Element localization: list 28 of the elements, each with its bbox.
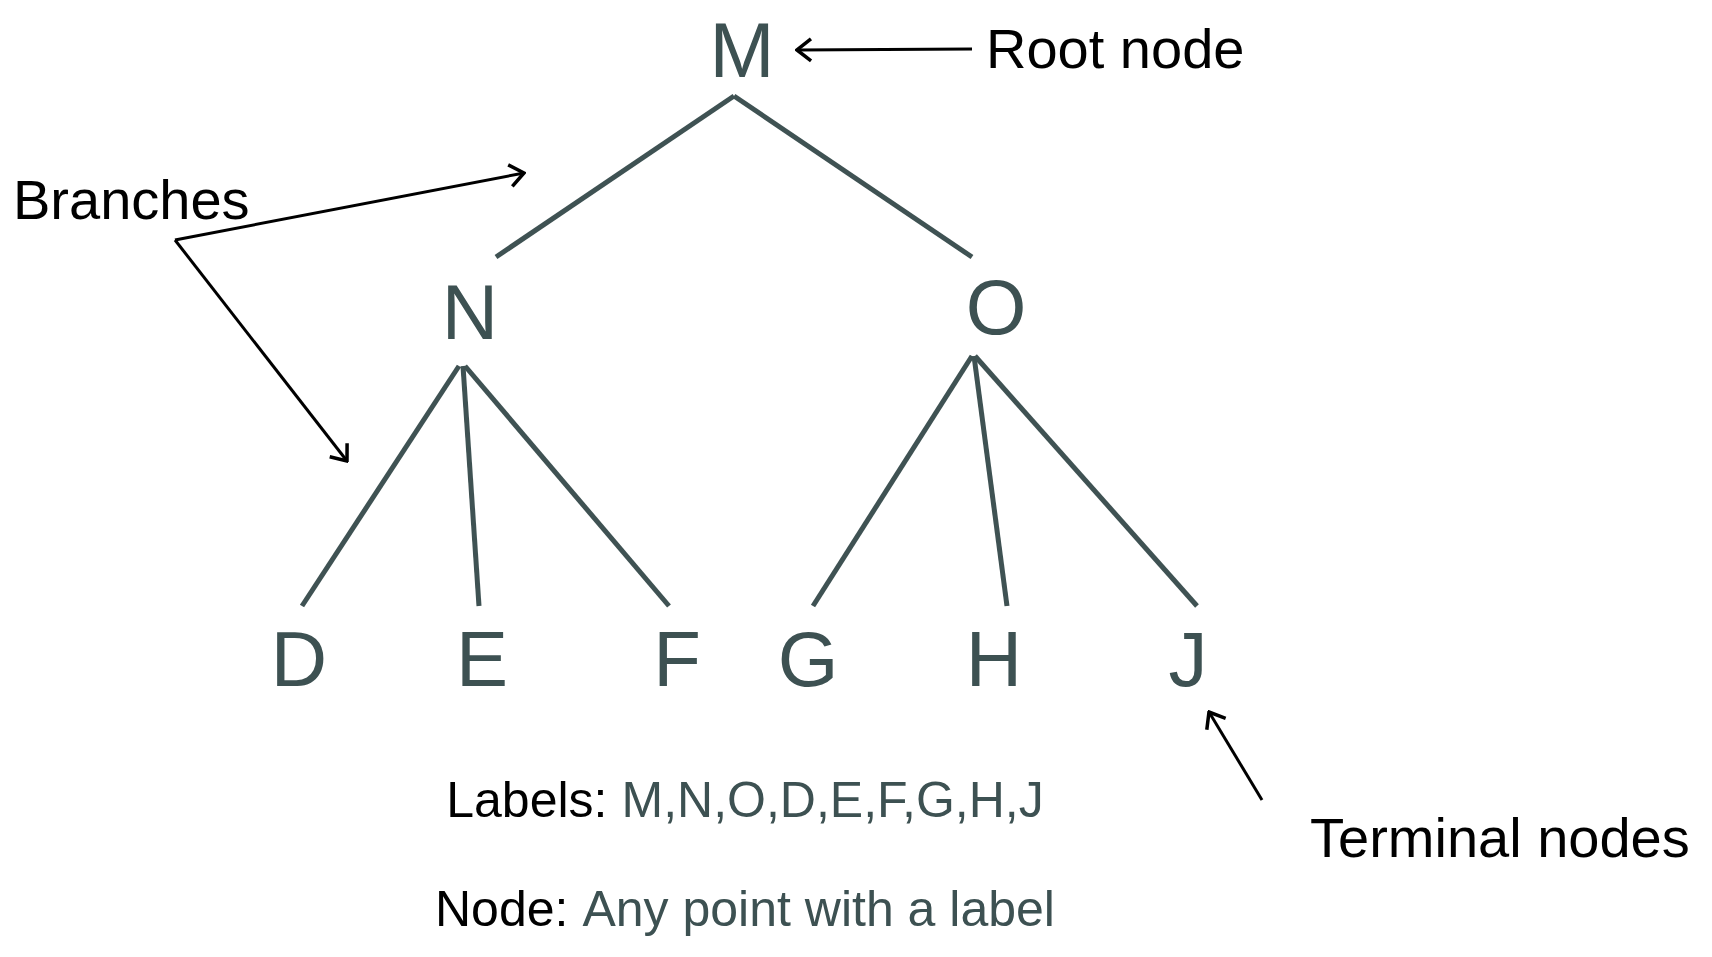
tree-node-letter: N [430,257,510,366]
arrow [795,37,972,63]
arrow [174,163,526,242]
definition-text: Any point with a label [582,882,1055,937]
branch-line [810,354,975,608]
annotation-label: Branches [8,160,258,240]
tree-node-letter: O [956,257,1036,356]
branch-line [460,365,482,607]
branch-line [971,355,1010,607]
branch-line [732,93,974,260]
tree-node-letter: H [954,606,1034,712]
branch-line [463,364,671,608]
tree-node-letter: E [442,606,522,712]
annotation-label: Terminal nodes [1262,798,1702,878]
arrow [173,239,349,463]
tree-node-letter: J [1148,606,1228,712]
tree-node-letter: D [259,606,339,712]
branch-line [299,364,462,608]
branch-line [973,354,1199,608]
tree-node-letter: M [687,4,797,96]
arrow [1205,710,1264,801]
branch-line [494,93,736,260]
annotation-label: Root node [972,14,1252,84]
tree-node-letter: F [637,606,717,712]
definition-term: Node: [435,882,569,937]
definition-term: Labels: [446,773,608,828]
definition-text: M,N,O,D,E,F,G,H,J [621,773,1044,828]
tree-node-letter: G [768,606,848,712]
